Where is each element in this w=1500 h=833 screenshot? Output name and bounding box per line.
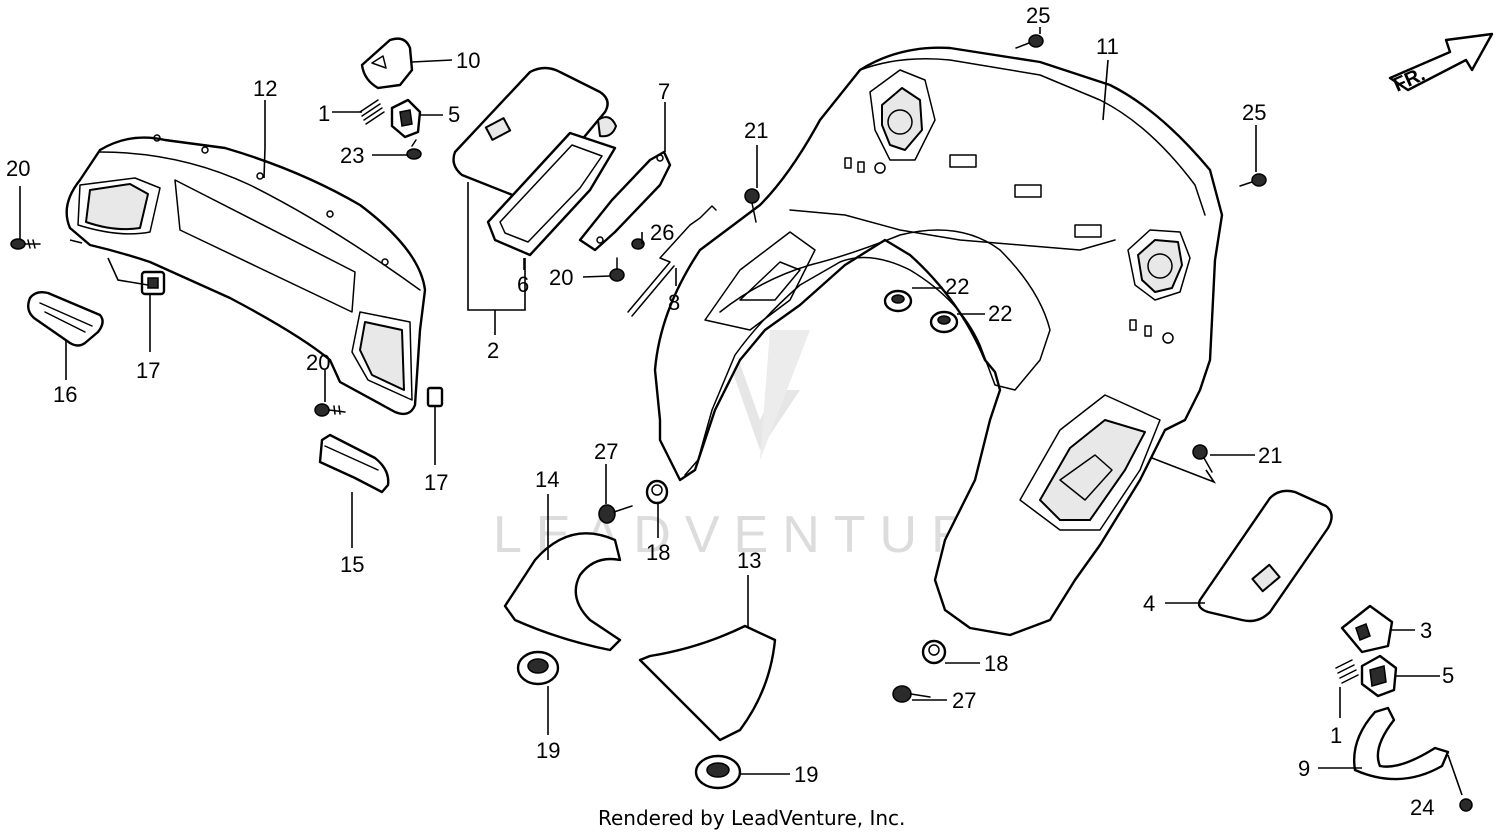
callout-17-a: 17 [136,358,160,383]
callout-11: 11 [1096,34,1119,59]
callout-27-a: 27 [594,439,618,464]
callout-25-a: 25 [1026,3,1050,28]
callout-27-b: 27 [952,688,976,713]
part-5-lock-a [390,98,422,139]
callout-1-b: 1 [1330,723,1342,748]
part-19-grommet-a [516,650,560,686]
part-20-screw-b [314,403,346,417]
callout-16: 16 [53,382,77,407]
part-22-grommet-a [883,289,913,313]
part-20-screw-a [10,238,41,250]
callout-2: 2 [487,338,499,363]
callout-21-a: 21 [744,118,768,143]
part-11-inner-fairing [653,46,1224,637]
part-21-bolt-b [1192,444,1213,473]
callout-21-b: 21 [1258,443,1282,468]
callout-19-a: 19 [536,738,560,763]
callout-18-b: 18 [984,651,1008,676]
part-1-spring-a [359,99,385,125]
part-14-cover [503,532,622,652]
part-6-frame [486,131,617,257]
callout-24: 24 [1410,795,1434,820]
part-13-cover [638,624,777,742]
part-18-collar-b [921,639,947,665]
front-direction-arrow: FR. [1388,32,1494,97]
part-27-bolt-a [598,504,633,524]
part-9-strap [1353,706,1450,781]
callout-18-a: 18 [646,540,670,565]
callout-22-a: 22 [945,274,969,299]
footer-credit: Rendered by LeadVenture, Inc. [598,806,905,830]
part-10-knob [360,37,414,90]
part-21-bolt-a [744,188,760,223]
callout-20-a: 20 [6,156,30,181]
callout-22-b: 22 [988,301,1012,326]
part-8-cable [627,205,717,317]
part-25-screw-a [1015,34,1044,49]
part-1-spring-b [1335,659,1359,684]
callout-3: 3 [1420,618,1432,643]
part-16-pad [27,290,104,347]
callout-26: 26 [650,220,674,245]
callout-19-b: 19 [794,762,818,787]
part-19-grommet-b [694,754,742,790]
callout-5-a: 5 [448,102,460,127]
callout-1-a: 1 [318,101,330,126]
callout-9: 9 [1298,756,1310,781]
part-20-screw-c [609,257,625,282]
part-4-lid [1197,489,1333,623]
callout-13: 13 [737,548,761,573]
callout-20-b: 20 [306,350,330,375]
part-25-screw-b [1239,173,1267,187]
part-27-bolt-b [892,685,931,703]
part-17-clip-a [140,270,166,296]
callout-12: 12 [253,76,277,101]
part-15-cap [318,433,390,494]
part-5-lock-b [1360,654,1398,698]
part-18-collar-a [645,479,669,505]
callout-15: 15 [340,552,364,577]
part-26-screw [631,238,645,250]
callout-20-c: 20 [549,265,573,290]
callout-8: 8 [668,290,680,315]
callout-6: 6 [517,272,529,297]
part-12-meter-panel [65,134,427,416]
part-17-clip-b [426,386,444,408]
part-7-bracket [578,150,672,252]
part-3-knob [1340,604,1394,654]
part-23-bolt [406,139,422,160]
callout-25-b: 25 [1242,100,1266,125]
callout-4: 4 [1143,591,1155,616]
callout-labels: 1 1 2 3 4 5 5 6 7 8 9 10 11 12 13 14 15 … [6,3,1454,820]
callout-17-b: 17 [424,470,448,495]
callout-23: 23 [340,143,364,168]
callout-5-b: 5 [1442,663,1454,688]
callout-10: 10 [456,48,480,73]
leader-lines [19,27,1463,796]
part-22-grommet-b [929,310,959,334]
callout-7: 7 [658,79,670,104]
callout-14: 14 [535,467,559,492]
part-24-screw [1459,798,1473,812]
